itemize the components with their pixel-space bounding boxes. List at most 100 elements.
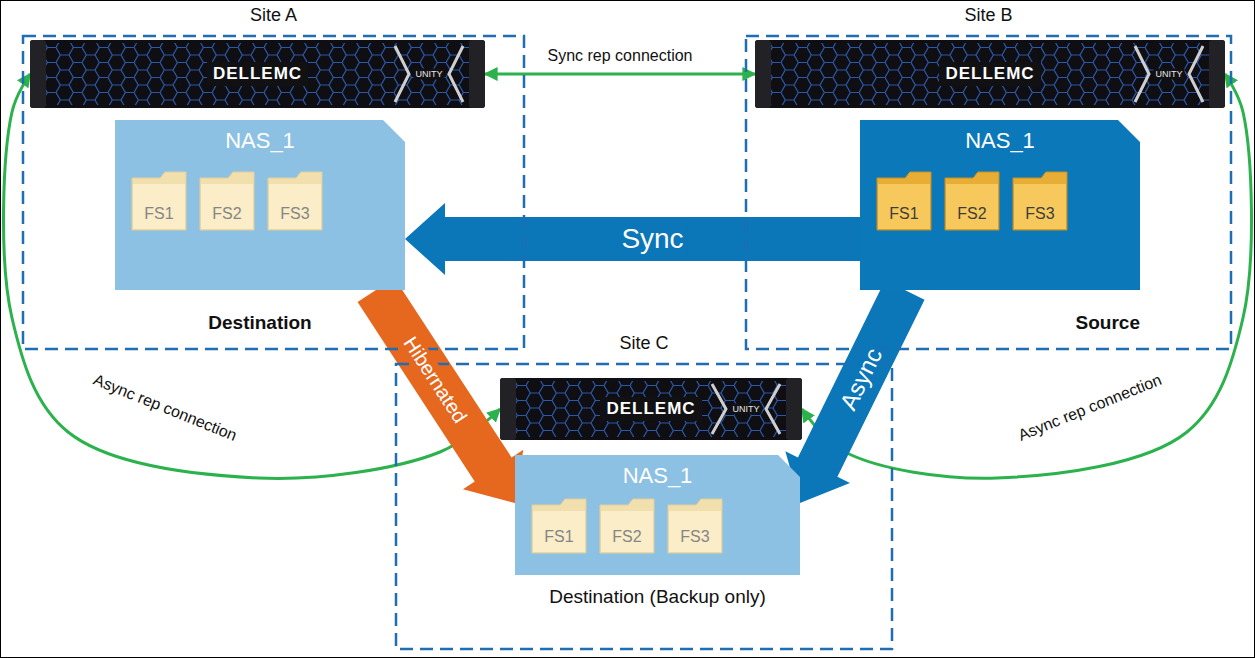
- rack-ear: [755, 40, 771, 108]
- file-system-folder: FS1: [130, 170, 188, 232]
- nas-folder-shape: [860, 120, 1140, 290]
- storage-array: DELLEMC UNITY: [755, 40, 1225, 108]
- folder-back: [532, 499, 586, 553]
- replication-mode-label: Hibernated: [396, 329, 473, 430]
- nas-name: NAS_1: [965, 128, 1035, 154]
- file-system-folder: FS3: [1011, 170, 1069, 232]
- folder-front: [669, 511, 721, 552]
- bezel-x-mark: [449, 46, 463, 102]
- site-title: Site B: [745, 4, 1232, 26]
- role-caption: Destination: [208, 312, 311, 334]
- bezel-x-mark: [766, 384, 780, 434]
- site-border: [396, 364, 892, 649]
- folder-front: [946, 184, 998, 229]
- file-system-folder: FS3: [666, 497, 724, 555]
- product-badge: UNITY: [1154, 69, 1185, 80]
- bezel-x-mark: [1189, 46, 1203, 102]
- storage-array: DELLEMC UNITY: [500, 378, 802, 440]
- array-body: [500, 378, 802, 440]
- site-region: Site ADELLEMCUNITYNAS_1DestinationFS1FS2…: [22, 35, 525, 350]
- rack-ear: [30, 40, 46, 108]
- file-system-folder-outline: [875, 170, 933, 232]
- replication-mode-label: Async: [833, 340, 890, 418]
- file-system-folder: FS2: [598, 497, 656, 555]
- file-system-folder-outline: [598, 497, 656, 555]
- rack-ear: [786, 378, 802, 440]
- product-badge: UNITY: [731, 404, 762, 415]
- nas-folder-shape: [115, 120, 405, 290]
- file-system-name: FS1: [544, 528, 573, 546]
- file-system-folder-outline: [266, 170, 324, 232]
- file-system-name: FS2: [957, 205, 986, 223]
- rack-ear: [500, 378, 516, 440]
- nas-folder-shape: [515, 455, 800, 575]
- folder-front: [201, 184, 253, 229]
- folder-back: [877, 172, 931, 230]
- nas-name: NAS_1: [225, 128, 295, 154]
- storage-array: DELLEMCUNITY: [30, 40, 485, 108]
- nas-server-folder: NAS_1SourceFS1FS2FS3: [860, 120, 1140, 290]
- folder-front: [533, 511, 585, 552]
- bezel-pattern: [46, 43, 469, 105]
- site-border: [23, 36, 524, 349]
- site-title: Site A: [22, 4, 525, 26]
- folder-back: [668, 499, 722, 553]
- file-system-folder-outline: [130, 170, 188, 232]
- replication-arrow: [358, 278, 524, 503]
- folder-front: [1014, 184, 1066, 229]
- rep-connection-line: [4, 74, 500, 478]
- bezel-pattern: [771, 43, 1209, 105]
- rack-ear: [469, 40, 485, 108]
- connection-label: Async rep connection: [1013, 370, 1167, 447]
- replication-arrow: [785, 280, 924, 503]
- folder-front: [269, 184, 321, 229]
- folder-front: [601, 511, 653, 552]
- file-system-folder-outline: [530, 497, 588, 555]
- replication-mode-label: Sync: [617, 223, 687, 255]
- site-title: Site C: [395, 332, 893, 354]
- file-system-name: FS2: [212, 205, 241, 223]
- rack-ear: [1209, 40, 1225, 108]
- file-system-folder: FS1: [530, 497, 588, 555]
- site-region: Site BDELLEMCUNITYNAS_1SourceFS1FS2FS3: [745, 35, 1232, 350]
- folder-back: [200, 172, 254, 230]
- nas-server-folder: NAS_1Destination (Backup only)FS1FS2FS3: [515, 455, 800, 575]
- bezel-x-mark: [1135, 46, 1149, 102]
- file-system-name: FS1: [889, 205, 918, 223]
- site-region: Site CDELLEMCUNITYNAS_1Destination (Back…: [395, 363, 893, 650]
- file-system-folder: FS2: [198, 170, 256, 232]
- bezel-x-mark: [395, 46, 409, 102]
- connection-label: Sync rep connection: [545, 47, 696, 65]
- bezel-x-mark: [712, 384, 726, 434]
- folder-back: [945, 172, 999, 230]
- nas-server-folder: NAS_1DestinationFS1FS2FS3: [115, 120, 405, 290]
- array-body: [30, 40, 485, 108]
- folder-back: [1013, 172, 1067, 230]
- rep-connection-line: [485, 73, 755, 76]
- file-system-folder-outline: [198, 170, 256, 232]
- file-system-name: FS3: [680, 528, 709, 546]
- vendor-logo: DELLEMC: [939, 62, 1040, 86]
- vendor-logo: DELLEMC: [600, 397, 701, 421]
- nas-name: NAS_1: [623, 463, 693, 489]
- file-system-folder-outline: [666, 497, 724, 555]
- file-system-folder: FS1: [875, 170, 933, 232]
- file-system-name: FS3: [1025, 205, 1054, 223]
- vendor-logo: DELLEMC: [207, 62, 308, 86]
- file-system-folder: FS2: [943, 170, 1001, 232]
- folder-back: [268, 172, 322, 230]
- bezel-pattern: [516, 381, 786, 437]
- file-system-folder: FS3: [266, 170, 324, 232]
- folder-back: [132, 172, 186, 230]
- folder-front: [878, 184, 930, 229]
- folder-back: [600, 499, 654, 553]
- role-caption: Source: [1076, 312, 1140, 334]
- site-border: [746, 36, 1231, 349]
- replication-arrow: [405, 203, 860, 275]
- file-system-name: FS3: [280, 205, 309, 223]
- rep-connection-line: [802, 74, 1251, 478]
- file-system-name: FS1: [144, 205, 173, 223]
- folder-front: [133, 184, 185, 229]
